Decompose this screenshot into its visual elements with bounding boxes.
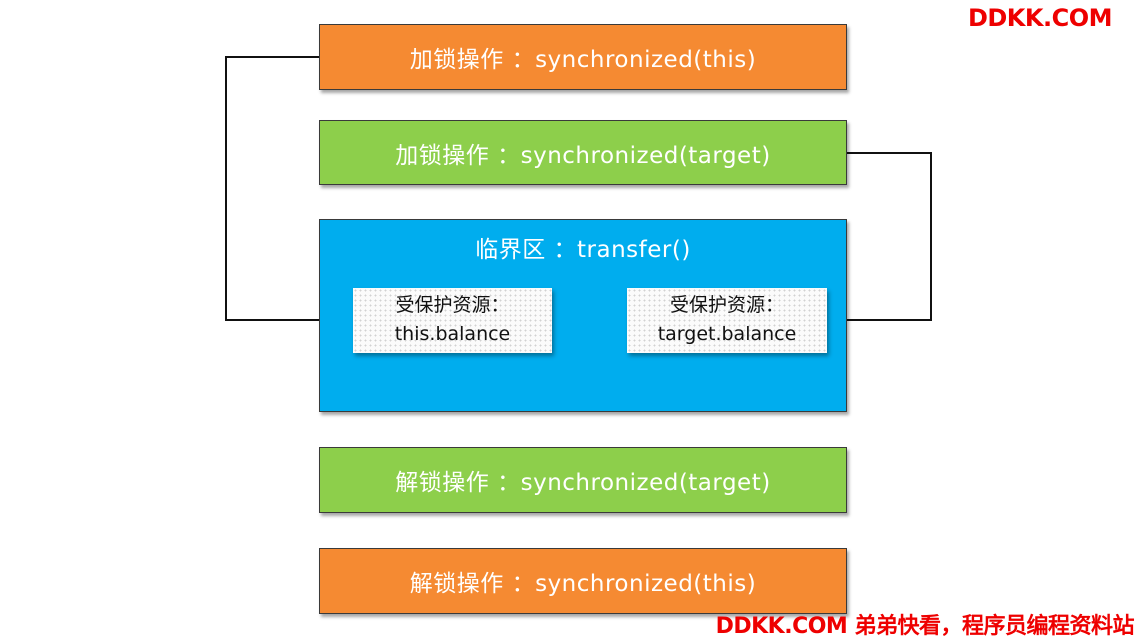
resource-target-balance: 受保护资源： target.balance: [627, 288, 827, 353]
lock-target-box: 加锁操作 ：synchronized(target): [319, 120, 847, 185]
resource-left-value: this.balance: [394, 323, 511, 345]
unlock-target-label: 解锁操作 ：synchronized(target): [395, 470, 771, 496]
watermark-bottom: DDKK.COM 弟弟快看，程序员编程资料站: [715, 614, 1135, 639]
resource-right-label: 受保护资源：: [669, 294, 784, 316]
resource-this-balance: 受保护资源： this.balance: [353, 288, 552, 353]
resource-right-value: target.balance: [657, 323, 797, 345]
lock-this-label: 加锁操作 ：synchronized(this): [409, 47, 757, 73]
lock-target-label: 加锁操作 ：synchronized(target): [395, 142, 771, 169]
lock-this-box: 加锁操作 ：synchronized(this): [319, 24, 847, 90]
watermark-top: DDKK.COM: [967, 4, 1113, 32]
unlock-this-label: 解锁操作 ：synchronized(this): [409, 571, 757, 597]
unlock-target-box: 解锁操作 ：synchronized(target): [319, 447, 847, 513]
resource-left-label: 受保护资源：: [395, 294, 510, 316]
critical-section-label: 临界区 ：transfer(): [475, 237, 691, 263]
unlock-this-box: 解锁操作 ：synchronized(this): [319, 548, 847, 614]
